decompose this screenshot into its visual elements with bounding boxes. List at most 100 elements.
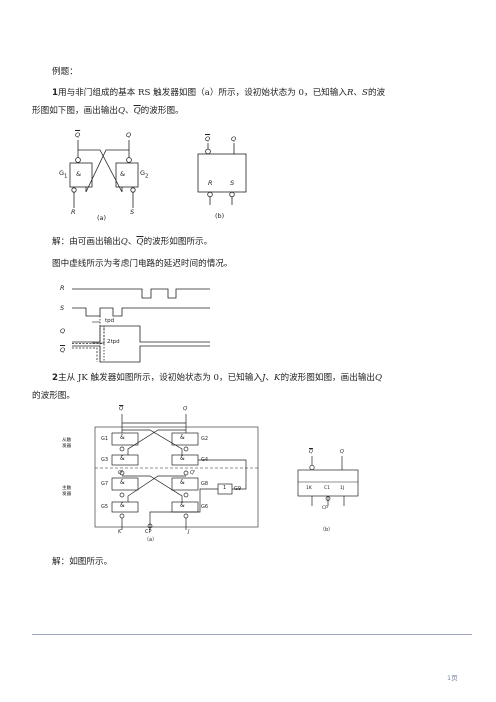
fig2-mid-q: Q' — [190, 470, 196, 476]
cross-wire-1 — [78, 149, 123, 193]
symbol-qbar-bubble — [205, 148, 211, 155]
cp-bubble — [147, 523, 153, 529]
fig2-g4-amp: & — [180, 455, 185, 462]
fig2-k-label: K — [118, 529, 122, 535]
problem2-line2: 的波形图。 — [32, 391, 75, 401]
problem1-line2: 形图如下图，画出输出Q、Q的波形图。 — [32, 106, 184, 116]
master-cross-2 — [127, 475, 186, 502]
fig2-g9-inv: 1 — [223, 485, 227, 491]
fig2-g4: G4 — [201, 457, 209, 463]
jk-outer-frame — [94, 426, 259, 528]
fig1b-q-label: Q — [231, 135, 237, 143]
wave-qn — [72, 345, 210, 363]
fig1b-s-label: S — [230, 179, 235, 187]
fig2-top-qbar: Q — [119, 406, 124, 412]
slave-cross-1 — [122, 429, 183, 455]
solution2: 解：如图所示。 — [52, 557, 113, 567]
gate-g1-box — [69, 162, 93, 188]
gate-g2-box — [115, 162, 139, 188]
cross-wire-2 — [85, 149, 129, 193]
fig1b-qbar-label: Q — [205, 135, 211, 143]
problem1-number: 1 — [52, 88, 58, 98]
fig2-g1: G1 — [101, 436, 109, 442]
gate-g1 — [111, 432, 139, 446]
fig2-g6-amp: & — [180, 479, 185, 486]
fig2-g8-amp: & — [180, 502, 185, 509]
fig1-g2-label: G2 — [140, 169, 149, 180]
jk-symbol-cp-bubble — [325, 496, 331, 501]
g2-input-bubble — [130, 187, 136, 193]
jk-symbol-box — [297, 469, 359, 497]
fig2-g7-amp: & — [120, 502, 125, 509]
fig2b-symbol — [297, 456, 359, 506]
wave-q-label: Q — [60, 327, 66, 335]
fig2-g2-amp: & — [180, 434, 185, 441]
g2-bubble — [183, 446, 189, 452]
rs-symbol-box — [197, 153, 247, 193]
fig2-g8: G8 — [201, 481, 209, 487]
fig2-g7: G7 — [101, 481, 109, 487]
gate-g4 — [171, 454, 199, 466]
gate-g6 — [171, 477, 199, 491]
gate-g5 — [111, 477, 139, 491]
fig2b-q: Q — [340, 449, 344, 455]
symbol-s-bubble — [229, 191, 235, 198]
solution1-line2: 图中虚线所示为考虑门电路的延迟时间的情况。 — [52, 259, 233, 269]
fig2b-qbar: Q — [309, 449, 313, 455]
gate-g3 — [111, 454, 139, 466]
fig2-caption-a: （a） — [144, 537, 158, 543]
fig1b-caption: (b) — [215, 212, 225, 220]
waveform-diagram — [72, 288, 210, 363]
fig1-s-label: S — [130, 208, 135, 216]
fig2-cp-label: CP — [145, 529, 152, 535]
page-number: 1页 — [447, 674, 458, 682]
jk-symbol-qbar-bubble — [309, 464, 315, 471]
wave-r — [72, 288, 210, 299]
fig2-g2: G2 — [201, 436, 209, 442]
fig2-g3: G3 — [101, 457, 109, 463]
fig2b-1j: 1J — [340, 486, 345, 491]
gate-g8 — [171, 501, 199, 513]
footer-divider — [32, 634, 472, 635]
g3-bubble — [119, 470, 125, 476]
wave-tpd-label: tpd — [105, 318, 115, 324]
fig1-g1-amp: & — [76, 170, 82, 178]
fig2b-c1: C1 — [324, 486, 331, 491]
wave-qn-label: Q — [60, 346, 66, 354]
fig2b-cp: CP — [322, 506, 328, 511]
gate-g7 — [111, 501, 139, 513]
fig1b-r-label: R — [208, 179, 213, 187]
master-cross-1 — [122, 475, 183, 502]
g2-output-bubble — [126, 157, 132, 163]
wave-q-delayed — [72, 328, 105, 344]
fig1-caption-a: (a) — [97, 214, 107, 222]
slave-cross-2 — [127, 429, 186, 455]
g6-bubble — [183, 492, 189, 498]
g8-bubble — [183, 513, 189, 519]
symbol-r-bubble — [207, 191, 213, 198]
solution1-line1: 解：由可画出输出Q、Q的波形如图所示。 — [52, 237, 213, 247]
fig1b-symbol — [197, 143, 247, 205]
gate-g2 — [171, 432, 199, 446]
wave-tpd2-label: 2tpd — [107, 339, 120, 345]
wave-s — [72, 307, 210, 317]
fig2-g1-amp: & — [120, 434, 125, 441]
problem2-number: 2 — [52, 373, 58, 383]
fig2-top-q: Q — [183, 406, 188, 412]
g7-bubble — [119, 513, 125, 519]
wave-r-label: R — [60, 284, 65, 292]
fig1-qbar-label: Q — [75, 131, 81, 139]
fig2-master-label: 主触发器 — [62, 486, 72, 497]
problem2-line1: 2主从 JK 触发器如图所示，设初始状态为 0，已知输入J、K的波形图如图，画出… — [52, 373, 383, 383]
fig1a-circuit — [69, 140, 139, 208]
fig2-slave-label: 从触发器 — [62, 438, 72, 449]
wave-qn-delayed — [72, 347, 98, 362]
fig1-g1-label: G1 — [59, 169, 68, 180]
g1-output-bubble — [75, 157, 81, 163]
wave-s-label: S — [60, 304, 65, 312]
problem1-line1: 1用与非门组成的基本 RS 触发器如图（a）所示，设初始状态为 0，已知输入R、… — [52, 88, 386, 98]
fig2-g5-amp: & — [120, 479, 125, 486]
g5-bubble — [119, 492, 125, 498]
g1-bubble — [119, 446, 125, 452]
